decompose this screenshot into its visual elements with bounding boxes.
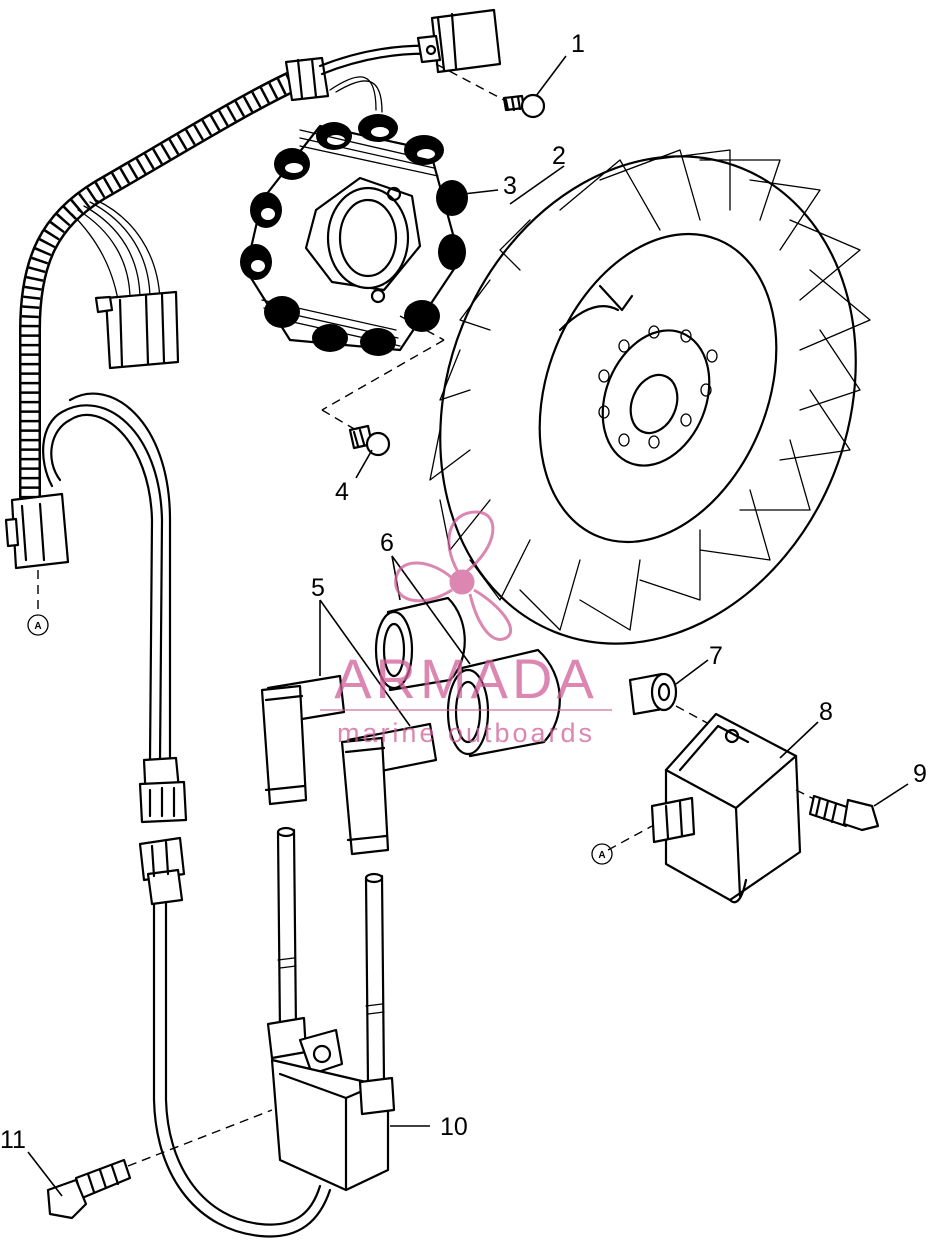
callout-2: 2 [552, 142, 566, 170]
callout-1: 1 [571, 30, 585, 58]
wiring-harness: A [4, 8, 502, 636]
reference-marker-a-regulator-label: A [598, 850, 605, 861]
callout-10: 10 [440, 1113, 468, 1141]
watermark-tagline: marine outboards [337, 718, 595, 748]
reference-marker-a-harness-label: A [34, 621, 41, 632]
part-11-bolt [46, 1158, 132, 1220]
callout-leaders [27, 55, 909, 1197]
part-2-flywheel [429, 149, 871, 645]
part-4-screw [348, 424, 391, 457]
regulator-connector [650, 796, 696, 844]
reference-marker-a-regulator: A [591, 843, 613, 865]
callout-labels: 1 2 3 4 5 6 7 8 9 10 11 [0, 30, 927, 1154]
callout-11: 11 [0, 1126, 26, 1154]
harness-end-connector [4, 492, 70, 570]
callout-6: 6 [380, 529, 394, 557]
part-7-spacer [628, 672, 678, 716]
harness-multi-pin-connector [94, 290, 180, 370]
inline-connector-lower [138, 836, 186, 906]
watermark-brand: ARMADA [334, 647, 598, 710]
callout-7: 7 [709, 642, 723, 670]
callout-8: 8 [819, 698, 833, 726]
ignition-cable-assembly [42, 392, 332, 1238]
callout-9: 9 [913, 760, 927, 788]
callout-3: 3 [503, 172, 517, 200]
armada-watermark: ARMADA marine outboards [320, 510, 612, 748]
reference-marker-a-harness: A [27, 614, 49, 636]
part-10-ignition-coil [266, 826, 396, 1192]
propeller-logo-icon [394, 510, 513, 641]
part-8-regulator [650, 712, 802, 904]
callout-5: 5 [311, 574, 325, 602]
callout-4: 4 [335, 478, 349, 506]
part-9-bolt [795, 789, 880, 832]
part-3-stator [240, 114, 468, 431]
part-6-boot-seals [374, 596, 561, 758]
top-connector [416, 8, 502, 74]
part-1-screw [435, 63, 546, 119]
inline-connector-upper [138, 756, 188, 824]
part-5-spark-plug-caps [260, 674, 438, 856]
